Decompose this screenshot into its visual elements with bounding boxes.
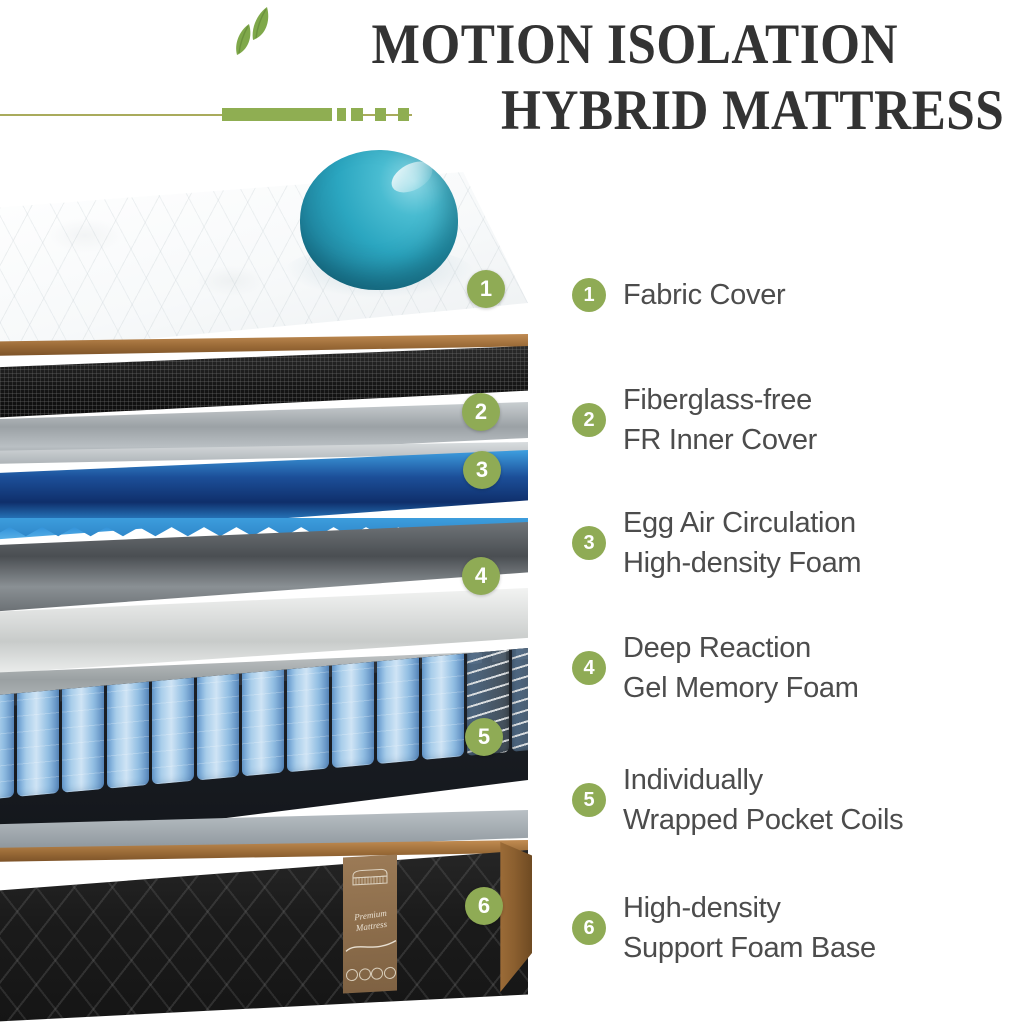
- rule-dash-4: [398, 108, 409, 121]
- care-icon-1: [346, 968, 358, 982]
- rule-dash-3: [375, 108, 386, 121]
- mattress-cutaway-illustration: Premium Mattress: [0, 150, 548, 1024]
- wrapped-pocket-coil: [377, 648, 419, 765]
- legend-item-4[interactable]: 4 Deep Reaction Gel Memory Foam: [572, 628, 859, 708]
- diagram-badge-3: 3: [463, 451, 501, 489]
- legend-item-6[interactable]: 6 High-density Support Foam Base: [572, 888, 876, 968]
- legend-label-4: Deep Reaction Gel Memory Foam: [623, 632, 859, 704]
- title-block: MOTION ISOLATION HYBRID MATTRESS: [0, 0, 1024, 150]
- legend-badge-4: 4: [572, 651, 606, 685]
- diagram-badge-4: 4: [462, 557, 500, 595]
- diagram-badge-1: 1: [467, 270, 505, 308]
- page-title-line-1: MOTION ISOLATION: [371, 13, 898, 76]
- diagram-badge-6: 6: [465, 887, 503, 925]
- care-icon-2: [358, 968, 371, 981]
- base-chevron-quilting: [0, 850, 528, 1022]
- legend-item-1[interactable]: 1 Fabric Cover: [572, 275, 786, 315]
- legend-label-1: Fabric Cover: [623, 279, 786, 311]
- care-icon-4: [383, 966, 396, 980]
- diagram-badge-2: 2: [462, 393, 500, 431]
- rule-join-line: [363, 114, 412, 116]
- legend-label-2: Fiberglass-free FR Inner Cover: [623, 384, 818, 456]
- legend-item-3[interactable]: 3 Egg Air Circulation High-density Foam: [572, 503, 862, 583]
- legend-item-2[interactable]: 2 Fiberglass-free FR Inner Cover: [572, 380, 817, 460]
- rule-dash-1: [337, 108, 346, 121]
- legend-label-5: Individually Wrapped Pocket Coils: [623, 764, 904, 836]
- legend-badge-5: 5: [572, 783, 606, 817]
- rule-thick-bar: [222, 108, 332, 121]
- legend-label-3: Egg Air Circulation High-density Foam: [623, 507, 862, 579]
- rule-dash-2: [351, 108, 363, 121]
- legend-badge-2: 2: [572, 403, 606, 437]
- diagram-badge-5: 5: [465, 718, 503, 756]
- care-icon-3: [371, 967, 384, 980]
- page-title-line-2: HYBRID MATTRESS: [500, 79, 1005, 142]
- rule-thin-line: [0, 114, 224, 116]
- legend-label-6: High-density Support Foam Base: [623, 892, 876, 964]
- leaf-icon: [227, 4, 291, 60]
- wrapped-pocket-coil: [422, 648, 464, 760]
- legend-badge-1: 1: [572, 278, 606, 312]
- bowling-ball: [300, 150, 458, 290]
- mattress-icon: [350, 865, 390, 889]
- label-swoosh: [345, 937, 397, 956]
- legend-badge-6: 6: [572, 911, 606, 945]
- wrapped-pocket-coil: [332, 648, 374, 769]
- exposed-coil-spring: [512, 648, 528, 752]
- legend-item-5[interactable]: 5 Individually Wrapped Pocket Coils: [572, 760, 904, 840]
- legend-badge-3: 3: [572, 526, 606, 560]
- decorative-rule: [0, 104, 412, 126]
